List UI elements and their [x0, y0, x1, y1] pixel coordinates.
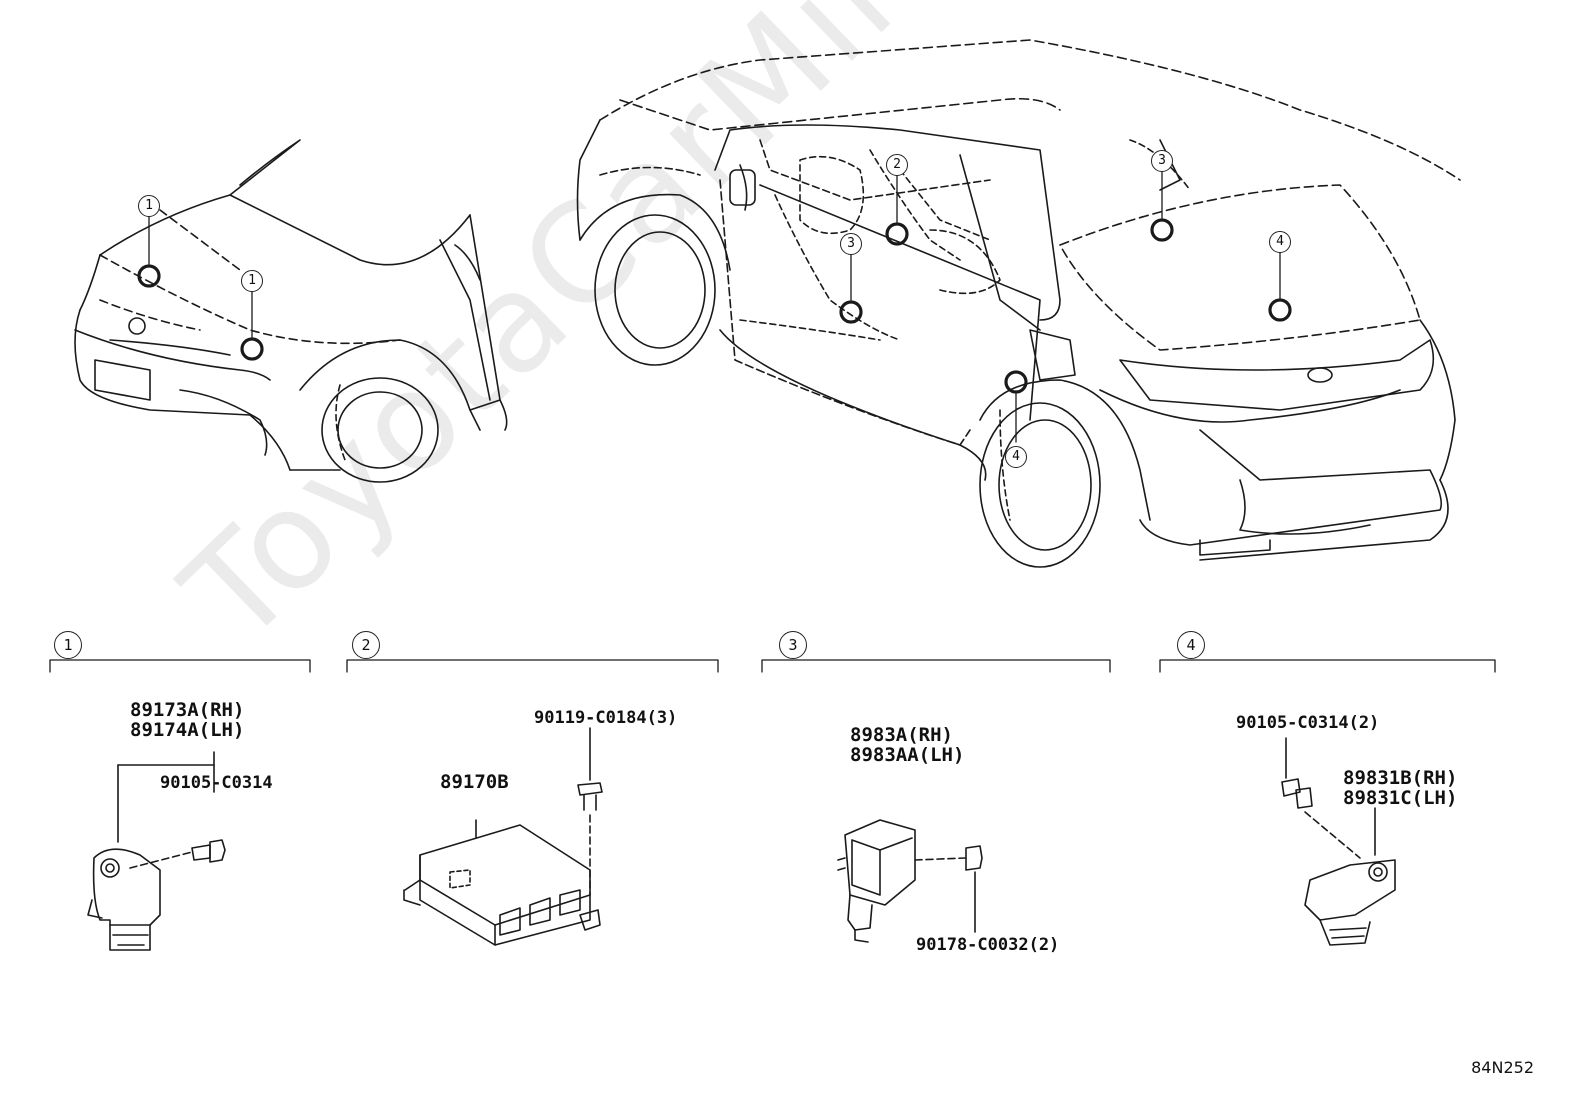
section-brackets — [49, 659, 1496, 673]
part-number-90105-c0314: 90105-C0314 — [160, 773, 273, 793]
callout-leaders — [148, 170, 1281, 443]
part-number-90105-c0314-2: 90105-C0314(2) — [1236, 713, 1380, 733]
part-number-89170b: 89170B — [440, 771, 509, 793]
part-number-8983aa: 8983AA(LH) — [850, 744, 965, 766]
callout-4-rear-left: 4 — [1005, 446, 1027, 468]
callout-4-rear-right: 4 — [1269, 231, 1291, 253]
mount-point-markers — [137, 218, 1292, 394]
part-number-89174a: 89174A(LH) — [130, 719, 245, 741]
callout-3-far-pillar: 3 — [1151, 150, 1173, 172]
part-number-90178-c0032: 90178-C0032(2) — [916, 935, 1060, 955]
rear-airbag-sensor-drawing — [1281, 737, 1396, 946]
section-4-marker: 4 — [1177, 631, 1205, 659]
front-airbag-sensor-drawing — [87, 751, 226, 951]
section-1-marker: 1 — [54, 631, 82, 659]
part-number-8983a: 8983A(RH) — [850, 724, 953, 746]
part-number-89831c: 89831C(LH) — [1343, 787, 1458, 809]
section-3-marker: 3 — [779, 631, 807, 659]
airbag-ecu-drawing — [403, 727, 603, 946]
part-number-90119-c0184: 90119-C0184(3) — [534, 708, 678, 728]
section-2-marker: 2 — [352, 631, 380, 659]
side-airbag-sensor-drawing — [837, 819, 983, 943]
callout-3-b-pillar: 3 — [840, 233, 862, 255]
part-number-89831b: 89831B(RH) — [1343, 767, 1458, 789]
callout-1-front-left: 1 — [138, 195, 160, 217]
rear-car-illustration — [576, 39, 1461, 568]
callout-1-front-right: 1 — [241, 270, 263, 292]
front-car-illustration — [74, 139, 508, 483]
callout-2-center: 2 — [886, 154, 908, 176]
part-number-89173a: 89173A(RH) — [130, 699, 245, 721]
figure-id: 84N252 — [1471, 1058, 1534, 1077]
